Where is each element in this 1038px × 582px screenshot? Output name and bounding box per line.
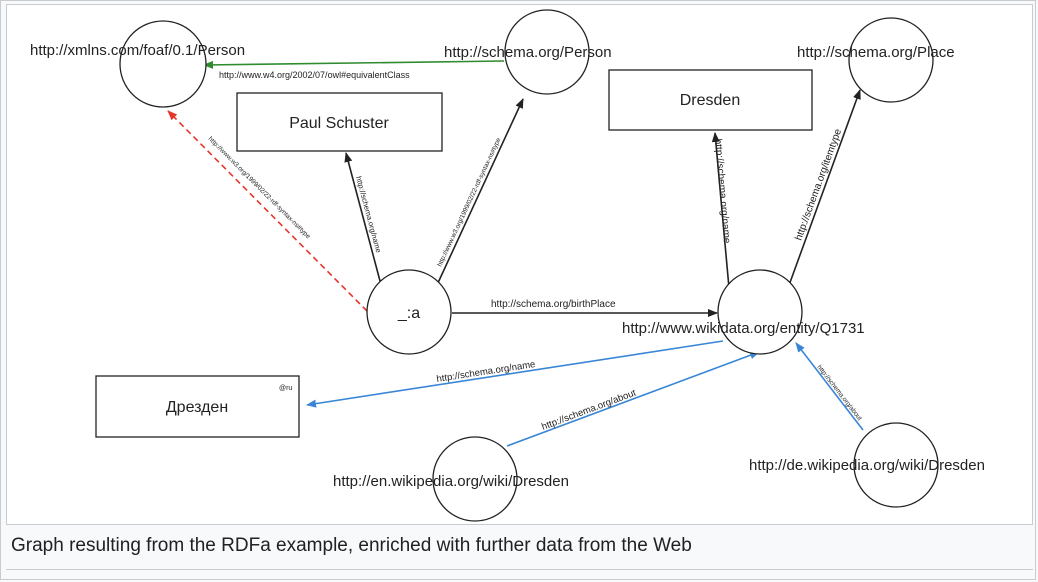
node-lang-tag-ru: @ru	[279, 385, 292, 392]
node-box-dresden-ru	[95, 375, 300, 438]
edge-label-equivalent-class: http://www.w4.org/2002/07/owl#equivalent…	[219, 70, 410, 80]
edge-a-foaf-type	[167, 110, 368, 312]
edge-en-about	[506, 351, 760, 447]
node-circle-schema-person	[504, 9, 590, 95]
diagram-box: http://www.w4.org/2002/07/owl#equivalent…	[6, 4, 1033, 525]
node-label-paul-schuster: Paul Schuster	[289, 115, 389, 132]
node-box-dresden	[608, 69, 813, 131]
node-circle-wikidata	[717, 269, 803, 355]
node-circle-foaf-person	[119, 20, 207, 108]
edge-wd-name	[711, 132, 730, 289]
edge-a-name	[344, 152, 381, 282]
divider	[6, 569, 1033, 570]
node-label-en-wiki: http://en.wikipedia.org/wiki/Dresden	[333, 473, 569, 490]
figure-caption: Graph resulting from the RDFa example, e…	[11, 535, 692, 556]
node-circle-de-wiki	[853, 422, 939, 508]
edge-label-a-name: http://schema.org/name	[354, 175, 383, 253]
node-label-dresden: Dresden	[680, 92, 740, 109]
node-label-blank-a: _:a	[397, 305, 420, 322]
node-box-paul-schuster	[236, 92, 443, 152]
rdf-graph: http://www.w4.org/2002/07/owl#equivalent…	[30, 9, 985, 522]
edge-wd-place	[787, 89, 861, 289]
edge-wd-ru-name	[306, 340, 724, 408]
edge-label-wd-name: http://schema.org/name	[712, 138, 732, 244]
node-circle-schema-place	[848, 17, 934, 103]
edge-label-wd-ru-name: http://schema.org/name	[436, 359, 536, 385]
edge-equivalent-class	[203, 60, 505, 69]
edge-a-person-type	[436, 98, 524, 286]
node-label-foaf-person: http://xmlns.com/foaf/0.1/Person	[30, 42, 245, 59]
node-label-wikidata: http://www.wikidata.org/entity/Q1731	[622, 320, 865, 337]
edge-de-about	[795, 342, 864, 431]
edge-label-a-person-type: http://www.w3.org/1999/02/22-rdf-syntax-…	[436, 137, 502, 268]
node-label-dresden-ru: Дрезден	[166, 399, 228, 416]
node-label-schema-person: http://schema.org/Person	[444, 44, 612, 61]
edge-label-de-about: http://schema.org/about	[815, 364, 863, 422]
edge-label-en-about: http://schema.org/about	[540, 387, 638, 432]
node-label-schema-place: http://schema.org/Place	[797, 44, 955, 61]
node-circle-en-wiki	[432, 436, 518, 522]
edge-label-wd-place: http://schema.org/itemtype	[793, 127, 844, 242]
node-label-de-wiki: http://de.wikipedia.org/wiki/Dresden	[749, 457, 985, 474]
edge-label-birthplace: http://schema.org/birthPlace	[491, 299, 616, 310]
node-circle-blank-a	[366, 269, 452, 355]
